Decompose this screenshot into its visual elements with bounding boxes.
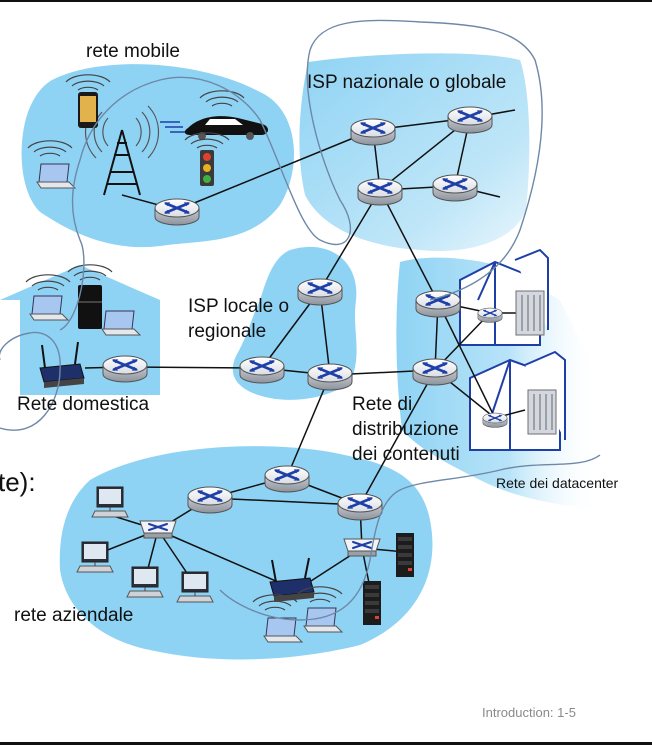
cdn-router-2-icon [411, 357, 459, 387]
cdn-label-line1: Rete di [352, 394, 413, 415]
mobile-router-icon [153, 197, 201, 227]
cdn-label-line2: distribuzione [352, 419, 459, 440]
enterprise-desktop-2-icon [76, 541, 114, 573]
enterprise-server-1-icon [396, 533, 414, 577]
local-isp-router-1-icon [296, 277, 344, 307]
mobile-network-label: rete mobile [86, 41, 180, 62]
global-isp-router-4-icon [431, 173, 479, 203]
datacenter-router-2-icon [482, 412, 508, 429]
enterprise-switch-2-icon [343, 538, 381, 557]
highlight-curve [0, 19, 601, 621]
enterprise-desktop-4-icon [176, 571, 214, 603]
home-wifi-router-icon [39, 341, 85, 388]
cdn-router-1-icon [414, 289, 462, 319]
traffic-light-icon [200, 150, 214, 186]
enterprise-switch-icon [139, 520, 177, 539]
home-network-label: Rete domestica [17, 394, 150, 415]
enterprise-network-label: rete aziendale [14, 605, 134, 626]
global-isp-label: ISP nazionale o globale [307, 72, 507, 93]
enterprise-network-region [59, 446, 433, 660]
enterprise-wifi-router-icon [269, 557, 315, 602]
datacenter-rack-2-icon [527, 389, 557, 435]
global-isp-router-3-icon [356, 177, 404, 207]
fridge-icon [78, 285, 102, 329]
enterprise-router-1-icon [263, 464, 311, 494]
slide-top-border [0, 0, 652, 2]
global-isp-region [299, 53, 530, 251]
slide-bottom-border [0, 742, 652, 745]
datacenter-label: Rete dei datacenter [496, 475, 619, 491]
home-router-icon [101, 354, 149, 384]
enterprise-desktop-3-icon [126, 566, 164, 598]
datacenter-router-1-icon [477, 307, 503, 324]
cdn-label-line3: dei contenuti [352, 444, 460, 465]
local-isp-router-2-icon [238, 355, 286, 385]
enterprise-router-2-icon [186, 485, 234, 515]
car-icon [160, 116, 268, 140]
local-isp-label-line1: ISP locale o [188, 296, 290, 317]
smartphone-icon [78, 92, 98, 128]
slide-footer: Introduction: 1-5 [482, 705, 576, 720]
local-isp-router-3-icon [306, 362, 354, 392]
global-isp-router-2-icon [446, 105, 494, 135]
enterprise-router-3-icon [336, 492, 384, 522]
clipped-bullet-text: te): [0, 467, 36, 497]
datacenter-rack-1-icon [515, 290, 545, 336]
local-isp-label-line2: regionale [188, 321, 267, 342]
global-isp-router-1-icon [349, 117, 397, 147]
enterprise-server-2-icon [363, 581, 381, 625]
enterprise-desktop-1-icon [91, 486, 129, 518]
